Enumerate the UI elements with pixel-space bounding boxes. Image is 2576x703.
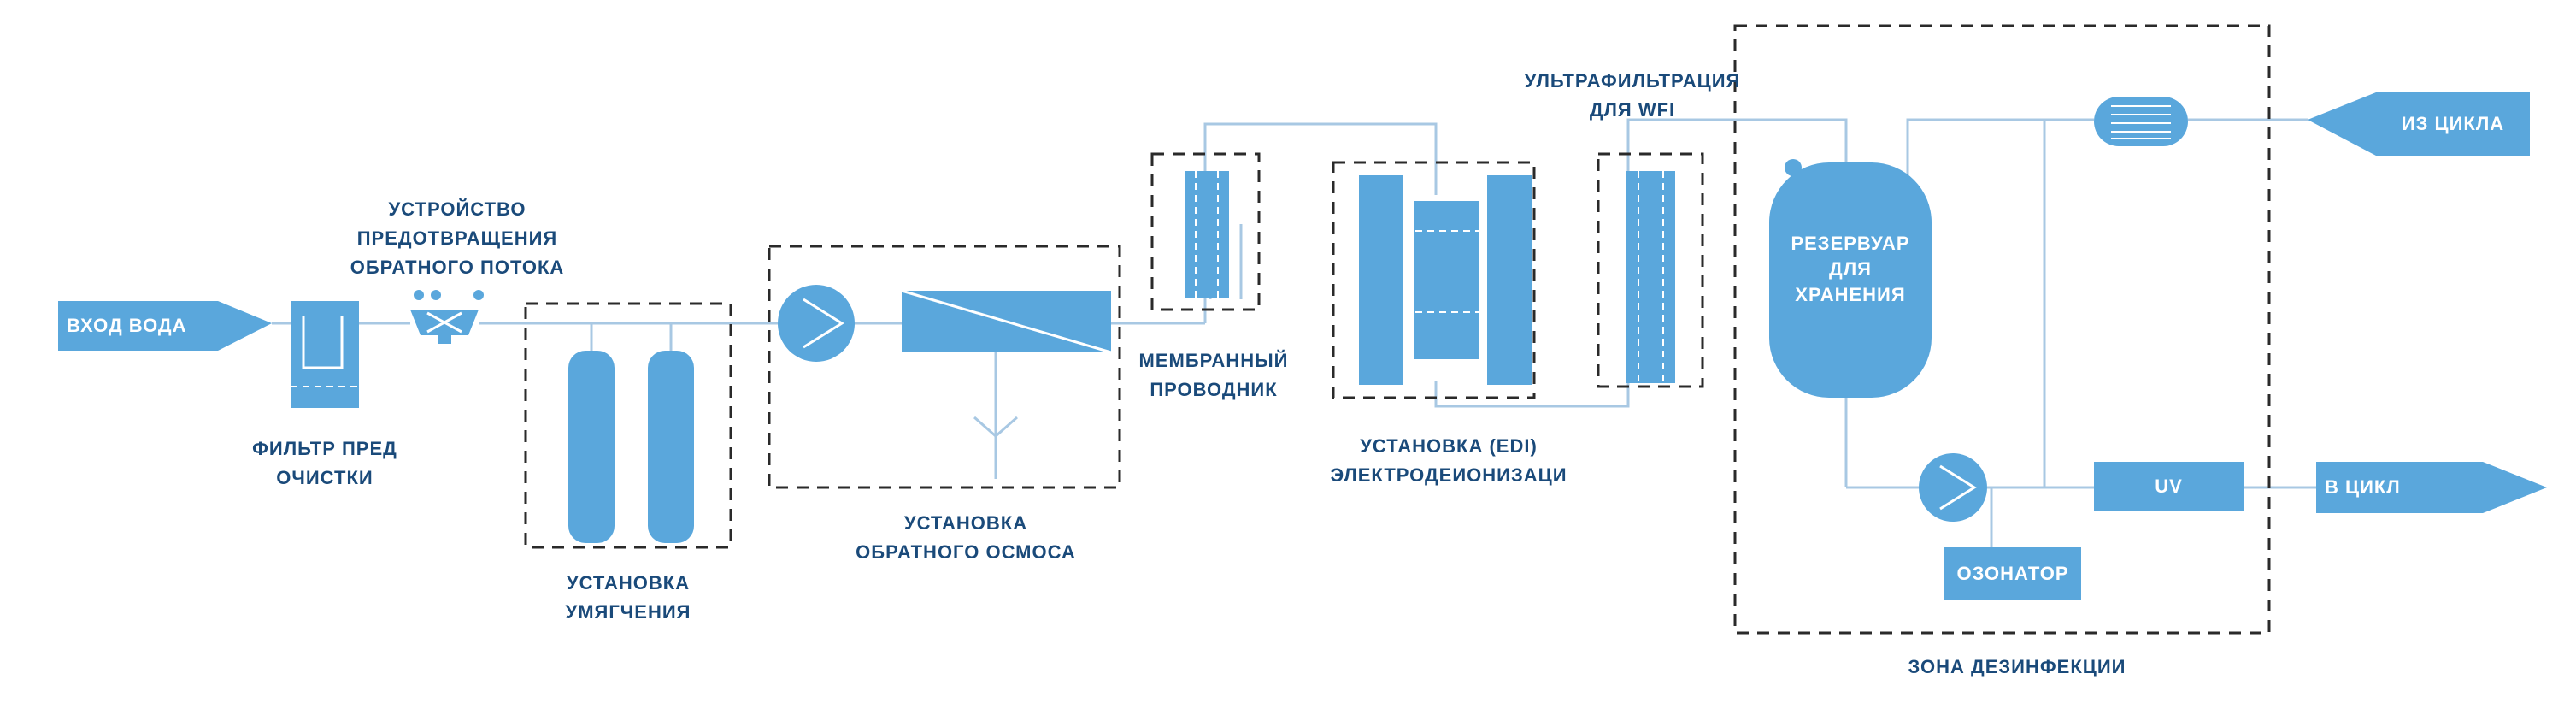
edi-label: УСТАНОВКА (EDI) ЭЛЕКТРОДЕИОНИЗАЦИ (1312, 432, 1585, 490)
uf-label-line-1: УЛЬТРАФИЛЬТРАЦИЯ (1524, 70, 1741, 92)
membrane-conductor (1185, 171, 1229, 298)
uf-label-line-2: ДЛЯ WFI (1589, 99, 1676, 121)
prefilter-label-line-2: ОЧИСТКИ (276, 467, 373, 488)
distribution-pump (1919, 453, 1987, 522)
disinfection-zone (1733, 24, 2271, 635)
ro-label-line-2: ОБРАТНОГО ОСМОСА (856, 541, 1076, 563)
inlet-arrow (58, 301, 272, 351)
backflow-label: УСТРОЙСТВО ПРЕДОТВРАЩЕНИЯ ОБРАТНОГО ПОТО… (338, 195, 577, 282)
edi-label-line-1: УСТАНОВКА (EDI) (1360, 435, 1538, 457)
ozonator-label: ОЗОНАТОР (1956, 563, 2069, 584)
tank-label: РЕЗЕРВУАР ДЛЯ ХРАНЕНИЯ (1769, 231, 1932, 308)
heat-exchanger (2094, 97, 2188, 146)
backflow-device (410, 290, 484, 344)
ozonator-box (1944, 547, 2081, 600)
softener-label-line-2: УМЯГЧЕНИЯ (565, 601, 691, 623)
tank-label-line-1: РЕЗЕРВУАР (1791, 233, 1910, 254)
storage-tank (1769, 159, 1932, 398)
tank-label-line-3: ХРАНЕНИЯ (1795, 284, 1906, 305)
uv-box (2094, 462, 2244, 511)
backflow-label-line-3: ОБРАТНОГО ПОТОКА (350, 257, 565, 278)
ro-membrane (901, 289, 1112, 354)
out-arrow (2316, 462, 2547, 513)
softener-enclosure (524, 302, 732, 549)
membrane-enclosure (1150, 152, 1261, 311)
piping (272, 118, 2316, 547)
edi-enclosure (1332, 161, 1536, 399)
zone-label: ЗОНА ДЕЗИНФЕКЦИИ (1908, 656, 2126, 677)
prefilter-unit (291, 301, 359, 408)
uv-label: UV (2155, 476, 2183, 497)
softener-tanks (568, 351, 694, 543)
uf-label: УЛЬТРАФИЛЬТРАЦИЯ ДЛЯ WFI (1509, 67, 1756, 125)
softener-label: УСТАНОВКА УМЯГЧЕНИЯ (526, 569, 731, 627)
edi-label-line-2: ЭЛЕКТРОДЕИОНИЗАЦИ (1330, 464, 1567, 486)
membrane-label: МЕМБРАННЫЙ ПРОВОДНИК (1128, 346, 1299, 405)
backflow-label-line-1: УСТРОЙСТВО (388, 198, 526, 220)
ro-enclosure (768, 245, 1121, 489)
out-arrow-label: В ЦИКЛ (2325, 476, 2401, 498)
inlet-arrow-label: ВХОД ВОДА (67, 315, 187, 336)
return-arrow-label: ИЗ ЦИКЛА (2401, 113, 2505, 134)
membrane-label-line-2: ПРОВОДНИК (1150, 379, 1278, 400)
membrane-label-line-1: МЕМБРАННЫЙ (1138, 350, 1289, 371)
prefilter-label: ФИЛЬТР ПРЕД ОЧИСТКИ (222, 434, 427, 493)
dashed-enclosures (524, 24, 2271, 635)
edi-unit (1359, 175, 1532, 385)
backflow-label-line-2: ПРЕДОТВРАЩЕНИЯ (356, 227, 558, 249)
return-arrow (2308, 92, 2530, 156)
tank-label-line-2: ДЛЯ (1829, 258, 1872, 280)
ro-label-line-1: УСТАНОВКА (903, 512, 1028, 534)
ro-label: УСТАНОВКА ОБРАТНОГО ОСМОСА (833, 509, 1098, 567)
uf-unit (1626, 171, 1675, 383)
uf-enclosure (1597, 152, 1704, 388)
softener-label-line-1: УСТАНОВКА (566, 572, 691, 594)
ro-pump (778, 285, 855, 362)
prefilter-label-line-1: ФИЛЬТР ПРЕД (252, 438, 397, 459)
